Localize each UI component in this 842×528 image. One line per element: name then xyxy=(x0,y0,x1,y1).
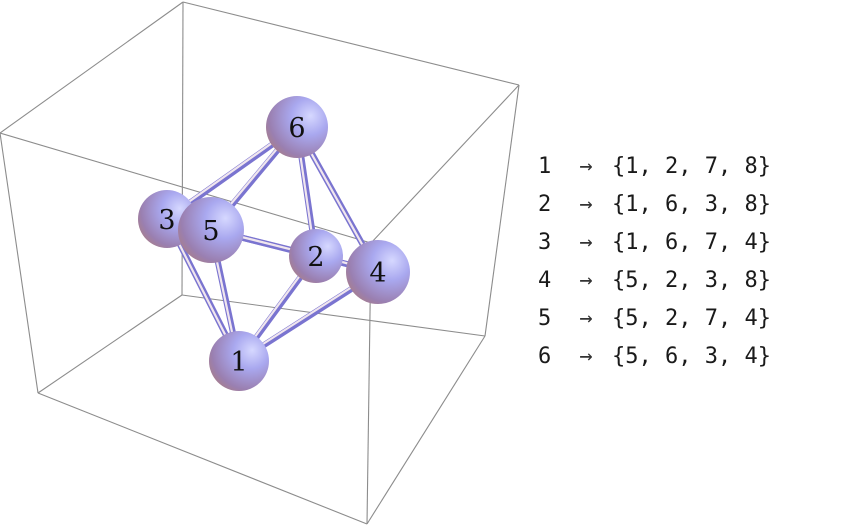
mapping-key: 3 xyxy=(538,230,552,255)
graph-node: 5 xyxy=(178,197,244,263)
mapping-key: 5 xyxy=(538,306,552,331)
mapping-key: 4 xyxy=(538,268,552,293)
node-label: 4 xyxy=(369,258,386,289)
mapping-value: {5, 2, 7, 4} xyxy=(612,306,771,331)
arrow-icon: → xyxy=(579,154,593,179)
mapping-value: {1, 6, 3, 8} xyxy=(612,192,771,217)
mapping-value: {5, 2, 3, 8} xyxy=(612,268,771,293)
graph-node: 1 xyxy=(209,331,269,391)
node-label: 3 xyxy=(158,205,175,236)
mapping-row: 4 → {5, 2, 3, 8} xyxy=(538,262,838,300)
box-edge xyxy=(484,84,520,337)
mapping-row: 1 → {1, 2, 7, 8} xyxy=(538,148,838,186)
sphere-node xyxy=(346,240,410,304)
vertex-mapping-list: 1 → {1, 2, 7, 8} 2 → {1, 6, 3, 8} 3 → {1, 6, 7… xyxy=(538,148,838,376)
box-edge xyxy=(0,1,184,134)
graph-node: 4 xyxy=(346,240,410,304)
mapping-key: 1 xyxy=(538,154,552,179)
graph-node: 6 xyxy=(266,96,328,158)
sphere-node xyxy=(209,331,269,391)
sphere-node xyxy=(178,197,244,263)
box-edge xyxy=(370,84,520,244)
box-edge xyxy=(366,335,486,525)
graph-node: 2 xyxy=(289,229,343,283)
box-edge xyxy=(182,1,520,86)
mapping-value: {1, 6, 7, 4} xyxy=(612,230,771,255)
octahedron-graph: 6 3 2 5 1 4 xyxy=(0,1,520,525)
node-label: 2 xyxy=(307,242,324,273)
box-edge xyxy=(37,294,183,394)
arrow-icon: → xyxy=(579,344,593,369)
mapping-value: {5, 6, 3, 4} xyxy=(612,344,771,369)
mapping-row: 3 → {1, 6, 7, 4} xyxy=(538,224,838,262)
graph-nodes: 6 3 2 5 1 4 xyxy=(138,96,410,391)
arrow-icon: → xyxy=(579,306,593,331)
arrow-icon: → xyxy=(579,268,593,293)
mapping-row: 6 → {5, 6, 3, 4} xyxy=(538,338,838,376)
mapping-key: 6 xyxy=(538,344,552,369)
node-label: 1 xyxy=(230,347,247,378)
box-edge xyxy=(181,294,486,337)
bounding-box xyxy=(0,1,520,525)
arrow-icon: → xyxy=(579,230,593,255)
mapping-row: 5 → {5, 2, 7, 4} xyxy=(538,300,838,338)
mapping-row: 2 → {1, 6, 3, 8} xyxy=(538,186,838,224)
arrow-icon: → xyxy=(579,192,593,217)
mapping-value: {1, 2, 7, 8} xyxy=(612,154,771,179)
sphere-node xyxy=(266,96,328,158)
box-edge xyxy=(37,392,368,525)
box-edge xyxy=(0,132,39,394)
sphere-node xyxy=(289,229,343,283)
mapping-key: 2 xyxy=(538,192,552,217)
node-label: 6 xyxy=(288,113,305,144)
node-label: 5 xyxy=(202,216,219,247)
